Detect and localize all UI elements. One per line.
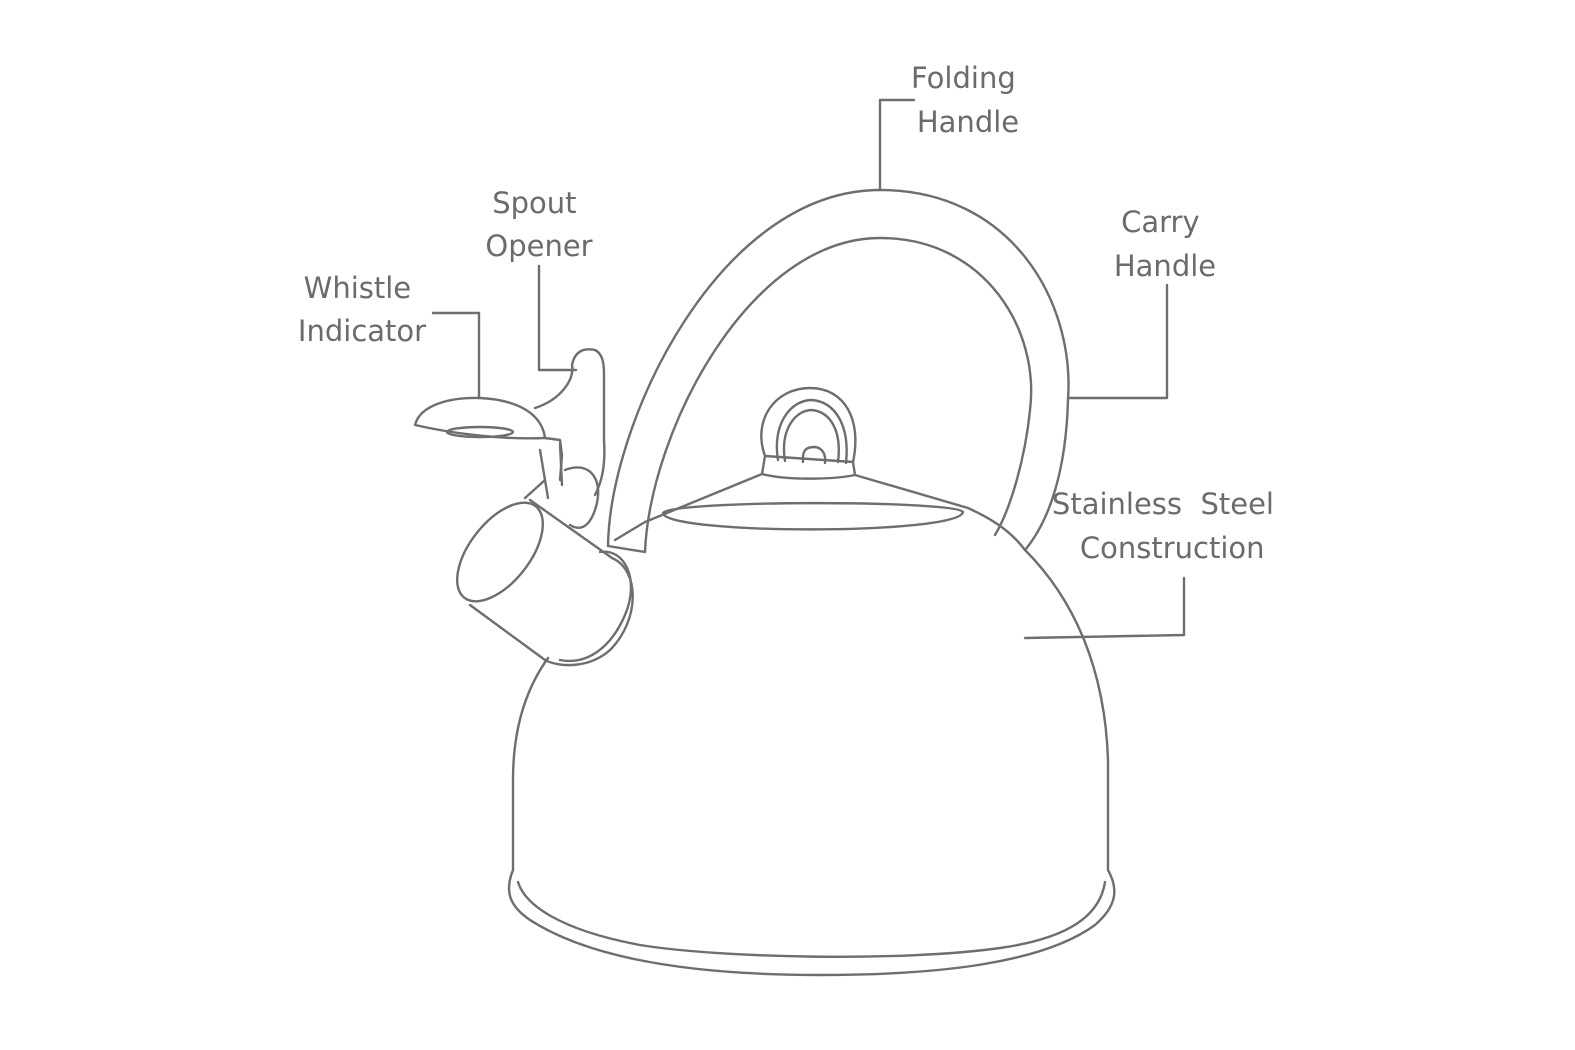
leader-carry-handle: [1066, 283, 1169, 400]
kettle-base: [507, 868, 1116, 977]
leader-folding-handle: [878, 98, 916, 192]
lid-knob: [760, 386, 857, 480]
handle-end: [606, 544, 647, 554]
label-stainless-steel: Stainless Steel Construction: [0, 0, 1320, 565]
label-whistle-indicator: Whistle Indicator: [298, 271, 426, 348]
folding-handle: [606, 188, 1070, 552]
leader-spout-opener: [537, 264, 578, 372]
kettle-lid: [643, 472, 1027, 552]
label-carry-handle: Carry Handle: [1114, 205, 1216, 283]
label-folding-handle: Folding Handle: [911, 61, 1025, 139]
label-spout-opener: Spout Opener: [485, 186, 592, 263]
spout-opener: [533, 348, 606, 497]
kettle-drawing: [413, 188, 1116, 977]
kettle-body: [511, 656, 550, 872]
leader-stainless-steel: [1023, 576, 1186, 640]
whistle-indicator: [413, 396, 564, 482]
folding-handle-inner: [643, 236, 1033, 554]
spout: [455, 442, 634, 667]
kettle-shoulder: [613, 520, 647, 542]
kettle-lid-rim: [661, 501, 965, 531]
kettle-body-right: [1023, 548, 1110, 872]
leader-whistle-indicator: [431, 311, 481, 400]
kettle-base-band: [516, 880, 1107, 958]
